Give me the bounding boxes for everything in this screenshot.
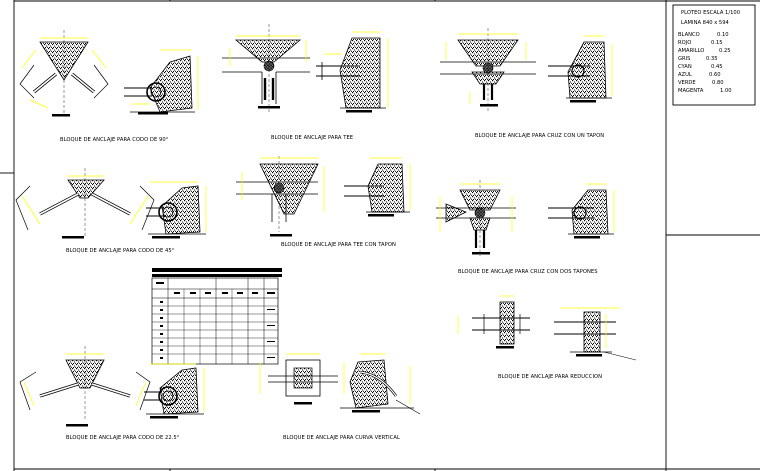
detail-codo-45-section — [146, 181, 207, 239]
detail-cruz-un-tapon-plan — [440, 28, 536, 112]
detail-tee-tapon-section — [344, 157, 411, 217]
dimension-table — [151, 268, 282, 365]
pen-name: GRIS — [678, 56, 691, 62]
detail-reduccion-section — [554, 307, 637, 361]
pen-name: AZUL — [678, 72, 692, 78]
pen-name: VERDE — [678, 80, 696, 86]
pen-width: 0.35 — [706, 56, 718, 62]
plot-scale-title: PLOTEO ESCALA 1/100 — [681, 10, 740, 16]
detail-codo-225-plan — [19, 346, 151, 427]
pen-width: 0.10 — [717, 32, 729, 38]
pen-name: BLANCO — [678, 32, 700, 38]
pen-width: 0.15 — [711, 40, 723, 46]
detail-cruz-dos-tapones-plan — [436, 180, 516, 256]
detail-curva-vertical-section — [340, 353, 421, 415]
pen-width: 0.80 — [712, 80, 724, 86]
detail-codo-90-plan — [19, 30, 109, 117]
detail-tee-tapon-plan — [236, 156, 325, 237]
pen-name: CYAN — [678, 64, 692, 70]
detail-cruz-un-tapon-section — [548, 35, 613, 103]
detail-cruz-dos-tapones-section — [548, 183, 615, 239]
detail-tee-section — [316, 31, 389, 113]
plot-sheet-size: LAMINA 840 x 594 — [681, 20, 729, 26]
title-curva-vertical: BLOQUE DE ANCLAJE PARA CURVA VERTICAL — [283, 435, 400, 441]
pen-width: 1.00 — [720, 88, 732, 94]
title-cruz-dos-tapones: BLOQUE DE ANCLAJE PARA CRUZ CON DOS TAPO… — [458, 269, 598, 275]
pen-name: AMARILLO — [678, 48, 705, 54]
title-reduccion: BLOQUE DE ANCLAJE PARA REDUCCION — [498, 374, 603, 380]
title-codo-45: BLOQUE DE ANCLAJE PARA CODO DE 45° — [66, 248, 175, 254]
detail-tee-plan — [222, 24, 310, 112]
detail-curva-vertical-plan — [259, 353, 345, 405]
pen-width: 0.60 — [709, 72, 721, 78]
detail-reduccion-plan — [457, 295, 530, 349]
title-codo-90: BLOQUE DE ANCLAJE PARA CODO DE 90° — [60, 137, 169, 143]
detail-codo-90-section — [124, 49, 199, 115]
pen-width: 0.25 — [719, 48, 731, 54]
pen-name: ROJO — [678, 40, 692, 46]
title-tee-tapon: BLOQUE DE ANCLAJE PARA TEE CON TAPON — [281, 242, 396, 248]
pen-width: 0.45 — [711, 64, 723, 70]
title-tee: BLOQUE DE ANCLAJE PARA TEE — [271, 135, 354, 141]
title-codo-225: BLOQUE DE ANCLAJE PARA CODO DE 22.5° — [66, 435, 180, 441]
title-cruz-un-tapon: BLOQUE DE ANCLAJE PARA CRUZ CON UN TAPON — [475, 133, 605, 139]
detail-codo-225-section — [144, 363, 205, 419]
pen-name: MAGENTA — [678, 88, 704, 94]
detail-codo-45-plan — [15, 168, 155, 239]
